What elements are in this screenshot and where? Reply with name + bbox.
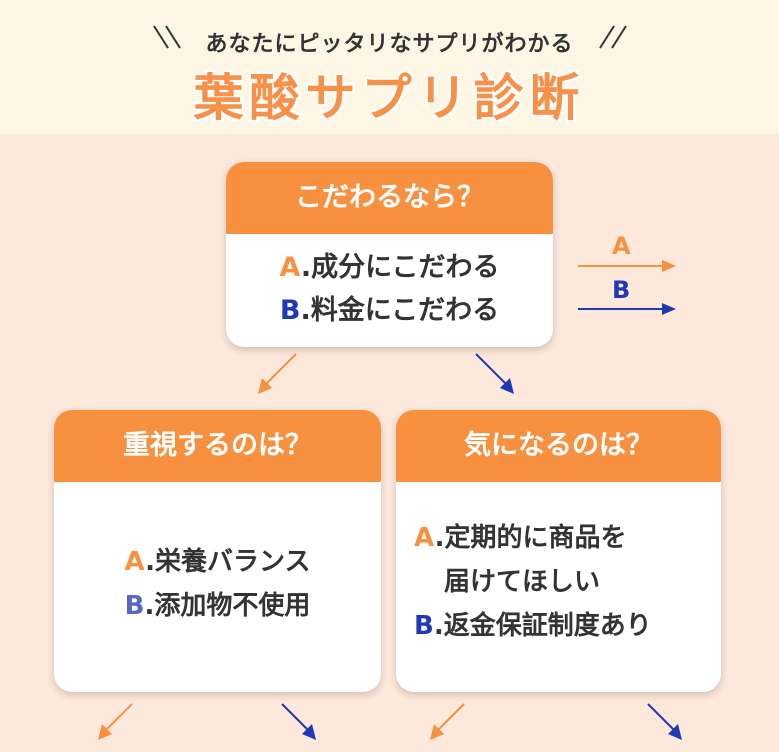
top-card-heading: こだわるなら？ — [226, 162, 553, 234]
legend-a-label: A — [612, 232, 631, 260]
right-slash-decoration — [599, 25, 627, 49]
left-question-card: 重視するのは？ A.栄養バランス B.添加物不使用 — [54, 410, 381, 692]
left-card-option-a: A.栄養バランス — [54, 540, 381, 584]
option-b-letter: B — [279, 295, 301, 326]
option-a-text: .成分にこだわる — [300, 252, 500, 283]
right-card-heading: 気になるのは？ — [396, 410, 721, 482]
option-b-letter: B — [414, 611, 434, 641]
option-a-text: .栄養バランス — [145, 547, 311, 577]
legend-b-label: B — [612, 276, 631, 304]
option-a-text-line1: .定期的に商品を — [434, 523, 627, 553]
top-card-option-a: A.成分にこだわる — [226, 246, 553, 289]
blue-arrow-icon — [647, 703, 682, 740]
option-a-letter: A — [279, 252, 301, 283]
orange-arrow-icon — [98, 703, 133, 740]
top-card-option-b: B.料金にこだわる — [226, 289, 553, 332]
option-a-text-line2: 届けてほしい — [444, 567, 601, 597]
header-banner: あなたにピッタリなサプリがわかる 葉酸サプリ診断 — [0, 0, 779, 134]
option-b-text: .料金にこだわる — [300, 295, 500, 326]
top-card-options: A.成分にこだわる B.料金にこだわる — [226, 234, 553, 332]
option-a-letter: A — [124, 547, 146, 577]
orange-arrow-icon — [430, 703, 465, 740]
blue-arrow-icon — [281, 703, 316, 740]
blue-arrow-icon — [475, 353, 514, 394]
top-question-card: こだわるなら？ A.成分にこだわる B.料金にこだわる — [226, 162, 553, 347]
left-card-options: A.栄養バランス B.添加物不使用 — [54, 482, 381, 628]
left-slash-decoration — [153, 25, 181, 49]
legend-a-arrow-icon — [578, 260, 676, 272]
option-a-letter: A — [414, 523, 435, 553]
legend-b-arrow-icon — [578, 303, 676, 315]
right-card-options: A.定期的に商品を 届けてほしい B.返金保証制度あり — [396, 482, 721, 648]
option-b-letter: B — [124, 591, 145, 621]
page-title: 葉酸サプリ診断 — [193, 69, 586, 127]
right-card-option-a: A.定期的に商品を — [414, 516, 721, 560]
option-b-text: .返金保証制度あり — [433, 611, 652, 641]
right-card-option-b: B.返金保証制度あり — [414, 604, 721, 648]
left-card-heading: 重視するのは？ — [54, 410, 381, 482]
header-subtitle: あなたにピッタリなサプリがわかる — [205, 32, 574, 57]
orange-arrow-icon — [258, 353, 297, 394]
option-b-text: .添加物不使用 — [144, 591, 311, 621]
right-question-card: 気になるのは？ A.定期的に商品を 届けてほしい B.返金保証制度あり — [396, 410, 721, 692]
left-card-option-b: B.添加物不使用 — [54, 584, 381, 628]
